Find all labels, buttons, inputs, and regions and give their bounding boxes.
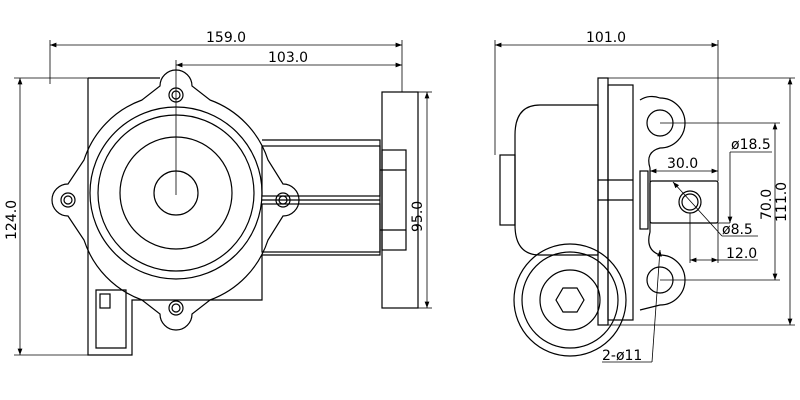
dim-hole-spacing: 70.0 [759, 189, 775, 220]
output-boss [649, 180, 719, 224]
mounting-lobes [639, 95, 686, 311]
dim-bore-diameter: ø8.5 [722, 222, 753, 238]
output-bore [681, 193, 699, 211]
motor-body [514, 104, 599, 256]
front-view: 159.0 103.0 124.0 95.0 [4, 30, 432, 356]
dim-height: 124.0 [4, 200, 20, 240]
dim-bore-offset: 12.0 [726, 246, 757, 262]
dim-overall-depth: 101.0 [586, 30, 626, 46]
hex-socket-icon [555, 287, 585, 313]
dim-bracket-height: 95.0 [410, 201, 426, 232]
side-view: 101.0 111.0 70.0 30.0 ø18.5 ø8.5 12.0 2-… [494, 30, 795, 364]
flange [51, 69, 300, 331]
dim-boss-length: 30.0 [667, 156, 698, 172]
mounting-bracket [381, 91, 419, 309]
dim-boss-diameter: ø18.5 [731, 137, 771, 153]
dim-overall-width: 159.0 [206, 30, 246, 46]
dim-mount-holes: 2-ø11 [602, 348, 642, 364]
dim-overall-height: 111.0 [774, 182, 790, 222]
gear-cap [513, 243, 627, 357]
dim-center-offset: 103.0 [268, 50, 308, 66]
